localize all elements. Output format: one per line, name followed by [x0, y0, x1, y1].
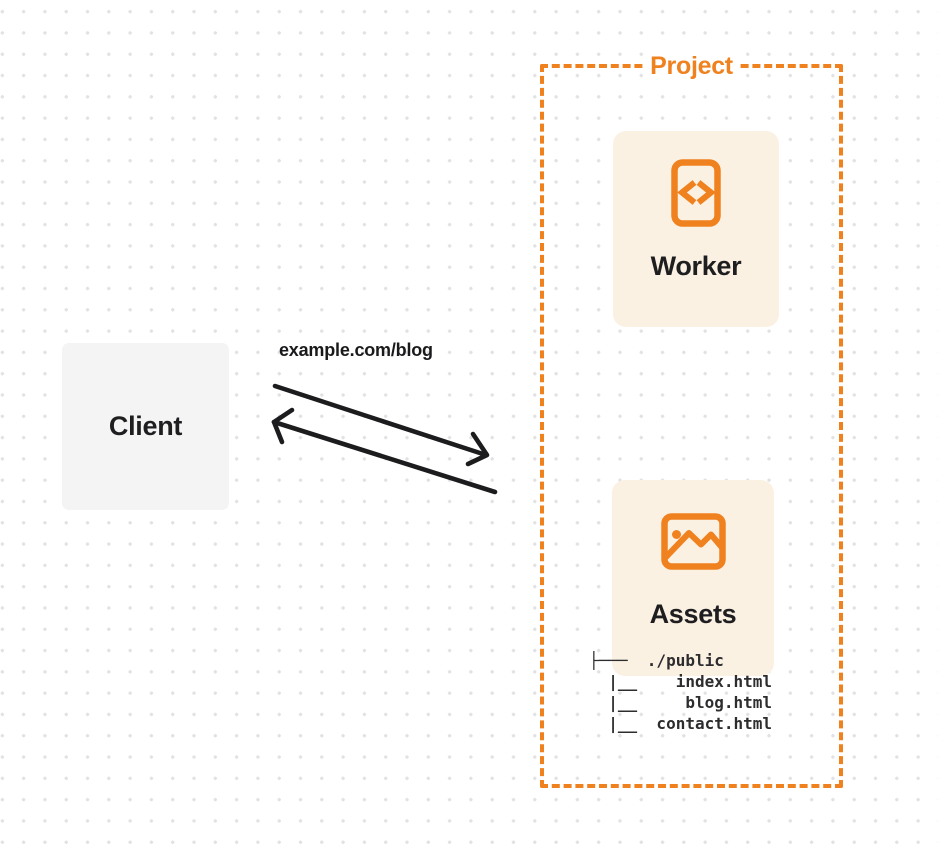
assets-label: Assets: [649, 599, 737, 629]
worker-label: Worker: [650, 251, 742, 281]
assets-card: Assets: [612, 480, 774, 676]
project-label-wrap: Project: [540, 51, 843, 81]
code-file-icon: [671, 159, 721, 227]
project-label: Project: [644, 51, 739, 81]
client-box: Client: [62, 343, 229, 510]
response-arrow: [271, 407, 498, 495]
request-url-label: example.com/blog: [279, 340, 433, 360]
file-tree: ├─── ./public |__ index.html |__ blog.ht…: [589, 651, 773, 733]
request-arrow: [272, 383, 490, 467]
image-icon: [660, 513, 726, 570]
client-label: Client: [108, 411, 183, 441]
worker-card: Worker: [613, 131, 779, 327]
